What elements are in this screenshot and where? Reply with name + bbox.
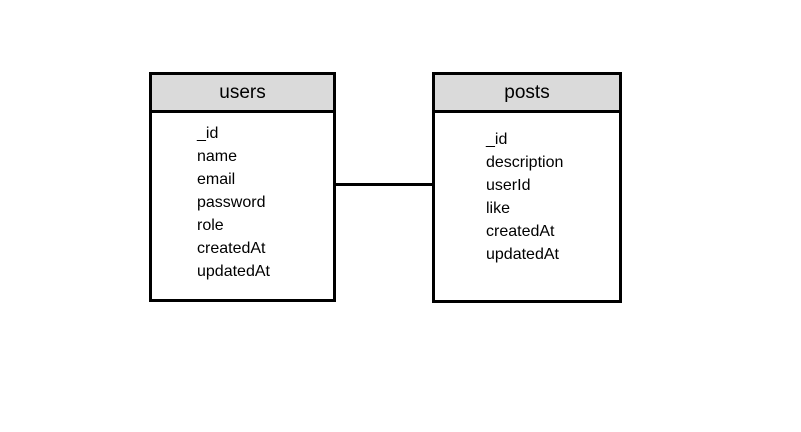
posts-entity-title: posts [435, 75, 619, 113]
users-field-updated-at: updatedAt [197, 263, 270, 280]
posts-field-description: description [486, 154, 564, 171]
posts-field-updated-at: updatedAt [486, 246, 559, 263]
users-field-role: role [197, 217, 224, 234]
posts-field-list: _id description userId like createdAt up… [435, 113, 619, 266]
users-field-email: email [197, 171, 236, 188]
users-field-id: _id [197, 125, 219, 142]
users-entity-title: users [152, 75, 333, 113]
posts-field-user-id: userId [486, 177, 531, 194]
users-field-list: _id name email password role createdAt u… [152, 113, 333, 283]
users-entity-box: users _id name email password role creat… [149, 72, 336, 302]
users-field-created-at: createdAt [197, 240, 266, 257]
posts-field-created-at: createdAt [486, 223, 555, 240]
posts-entity-box: posts _id description userId like create… [432, 72, 622, 303]
users-field-name: name [197, 148, 238, 165]
users-posts-relationship-line [336, 183, 432, 186]
posts-field-id: _id [486, 131, 508, 148]
posts-field-like: like [486, 200, 511, 217]
users-field-password: password [197, 194, 266, 211]
